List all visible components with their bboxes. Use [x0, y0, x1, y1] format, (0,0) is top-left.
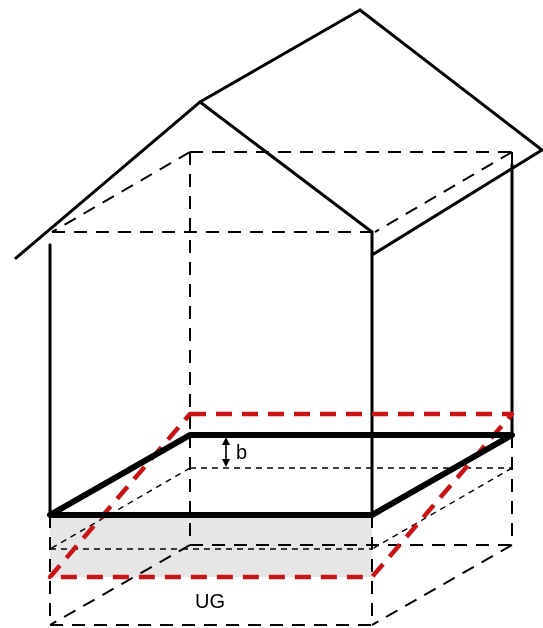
house-outline — [14, 8, 543, 517]
basement-label: UG — [195, 591, 225, 613]
depth-label: b — [236, 442, 247, 464]
depth-dimension-arrow — [222, 437, 230, 467]
basement-front-shading — [50, 515, 372, 577]
foundation-slab — [47, 432, 515, 518]
hidden-edges — [49, 151, 513, 626]
excavation-outline — [47, 411, 515, 580]
